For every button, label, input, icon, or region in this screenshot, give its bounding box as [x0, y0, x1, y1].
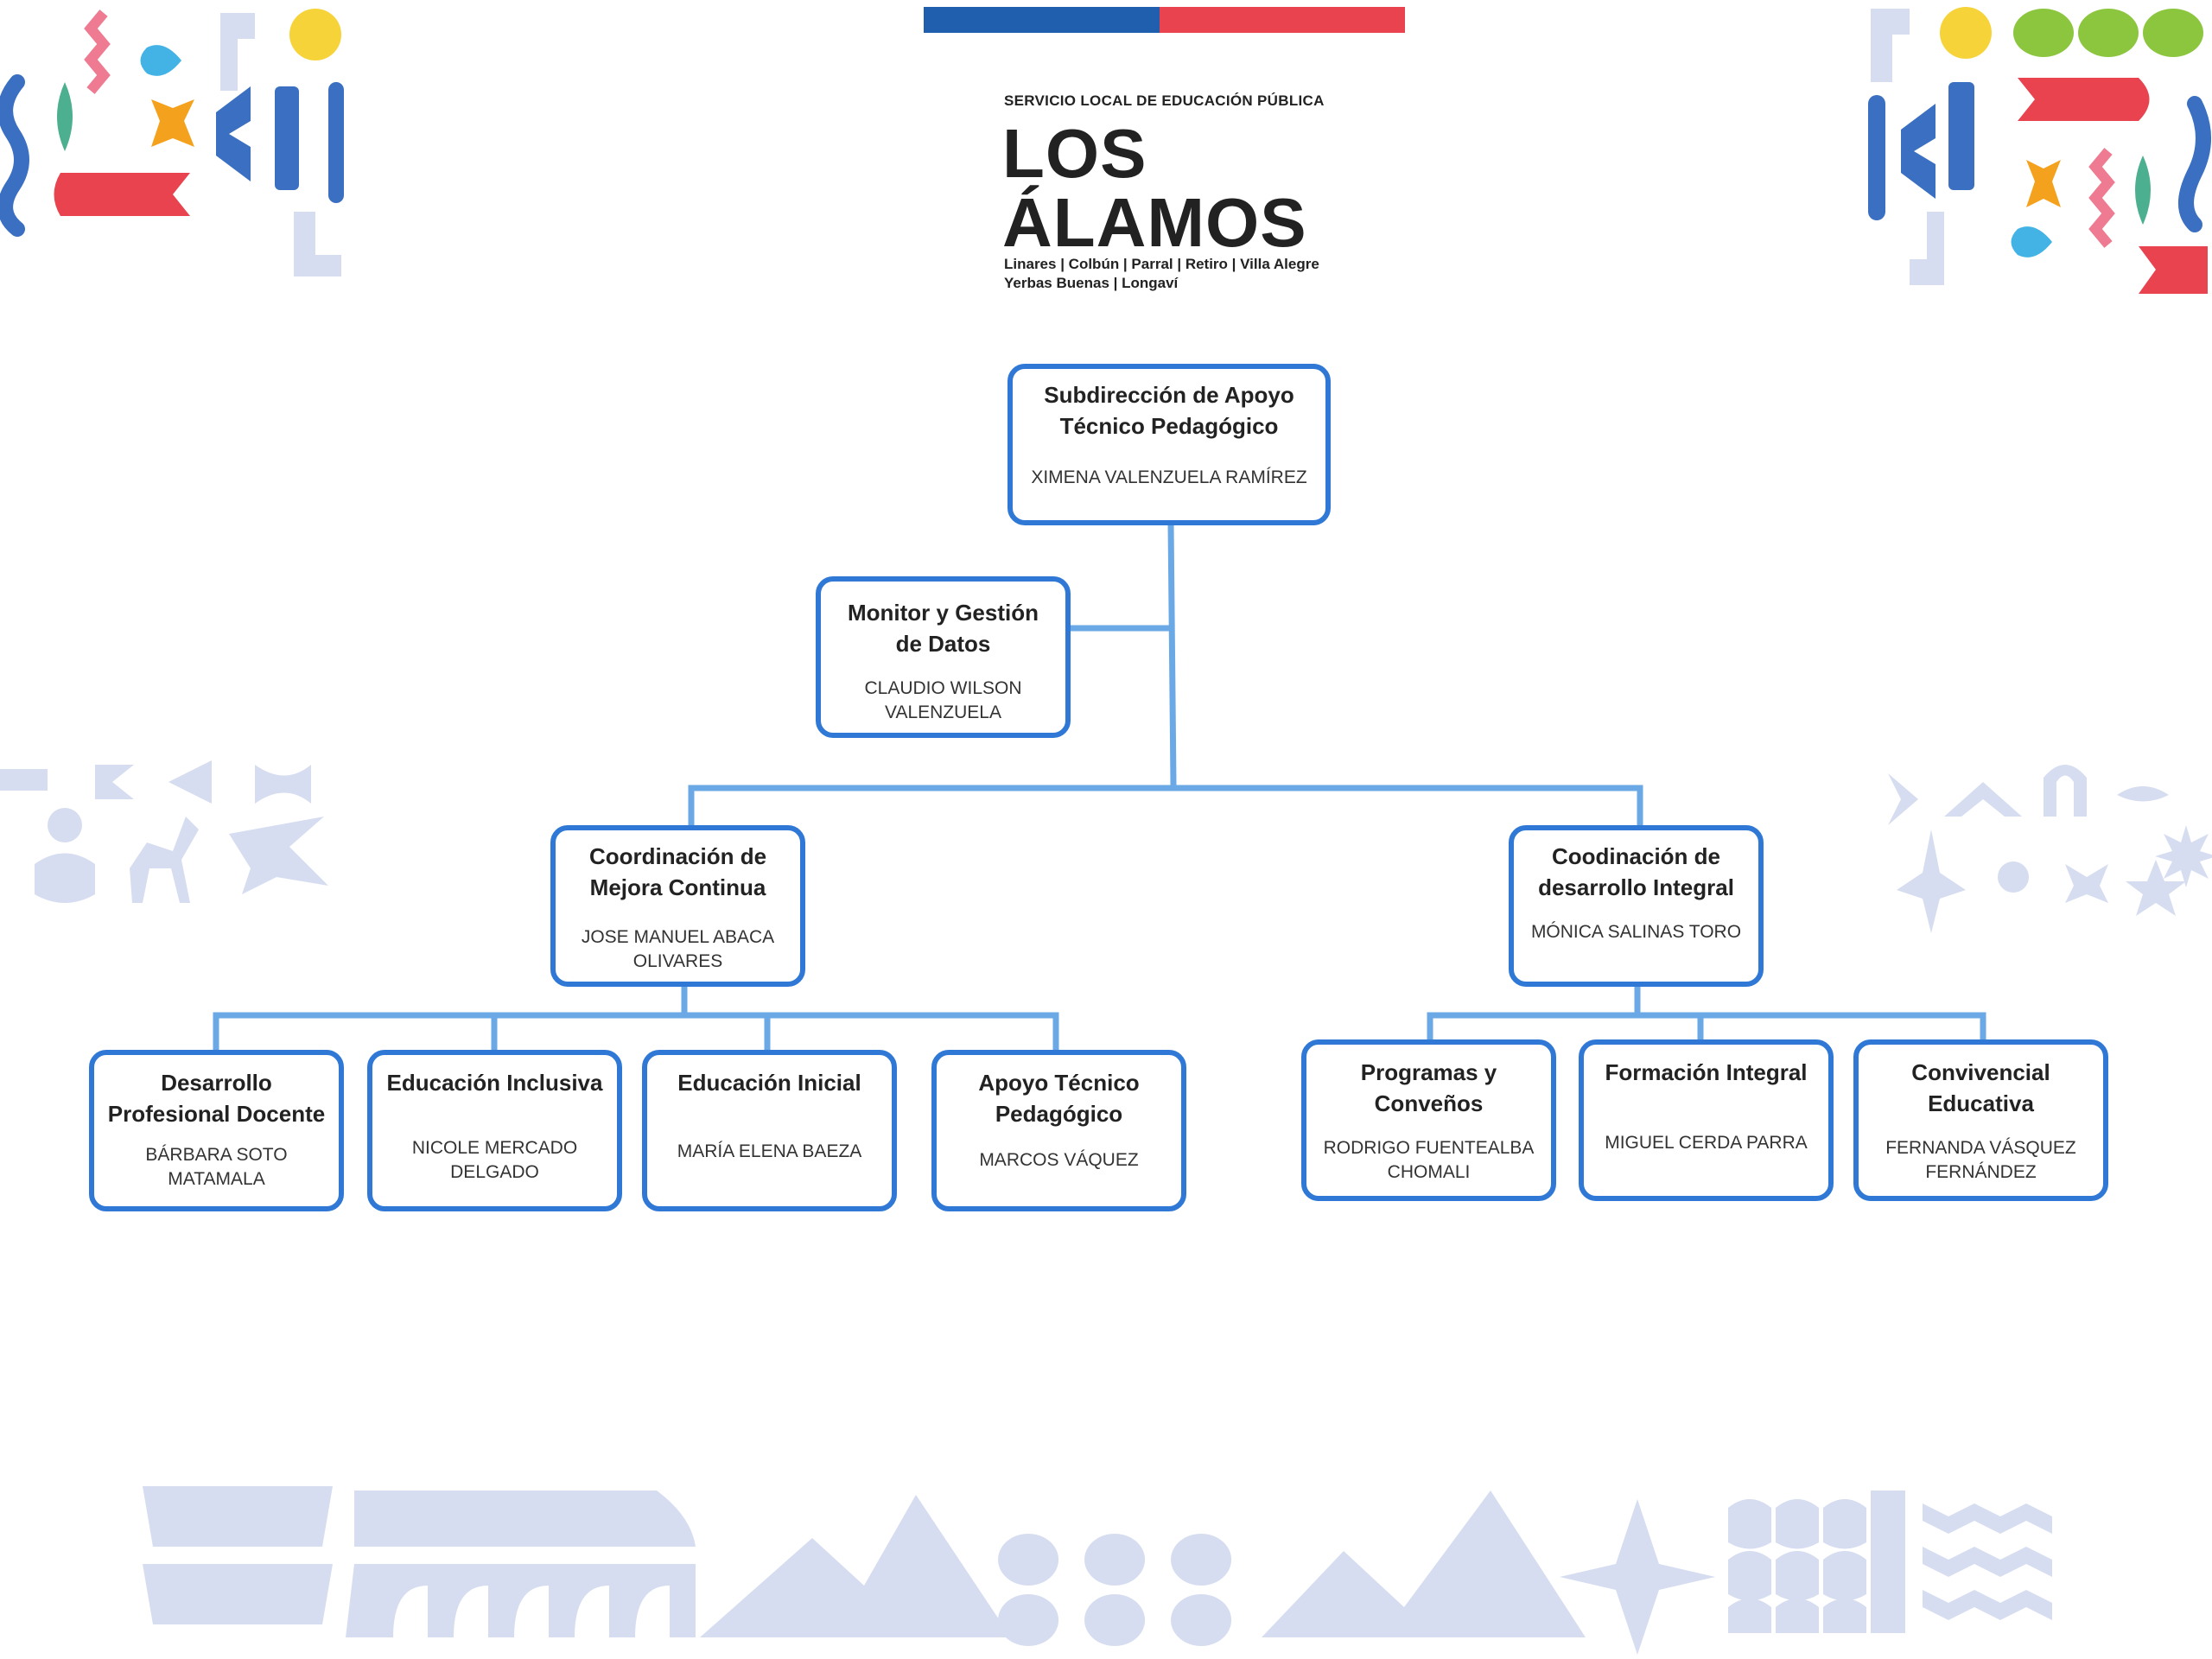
- node-person: BÁRBARA SOTO MATAMALA: [145, 1145, 288, 1189]
- node-formacion-integral: Formación Integral MIGUEL CERDA PARRA: [1579, 1039, 1834, 1201]
- node-title: Educación Inclusiva: [386, 1070, 603, 1096]
- node-person: RODRIGO FUENTEALBA CHOMALI: [1323, 1138, 1535, 1182]
- flag-red-segment: [1160, 7, 1405, 33]
- node-person: FERNANDA VÁSQUEZ FERNÁNDEZ: [1885, 1138, 2076, 1182]
- node-person: MIGUEL CERDA PARRA: [1605, 1133, 1808, 1153]
- node-convivencia-educativa: Convivencial Educativa FERNANDA VÁSQUEZ …: [1853, 1039, 2108, 1201]
- node-title: Monitor y Gestión de Datos: [848, 600, 1039, 657]
- node-person: JOSE MANUEL ABACA OLIVARES: [581, 927, 775, 971]
- communes-line-1: Linares | Colbún | Parral | Retiro | Vil…: [1004, 256, 1319, 272]
- top-right-decoration: [1868, 7, 2211, 294]
- node-person: MARCOS VÁQUEZ: [979, 1150, 1139, 1170]
- node-person: CLAUDIO WILSON VALENZUELA: [864, 678, 1022, 722]
- node-title: Educación Inicial: [677, 1070, 861, 1096]
- flag-blue-segment: [924, 7, 1160, 33]
- node-title: Formación Integral: [1605, 1059, 1808, 1085]
- left-animal-decoration: [0, 760, 328, 903]
- node-title: Coodinación de desarrollo Integral: [1538, 843, 1734, 900]
- node-programas-convenios: Programas y Conveños RODRIGO FUENTEALBA …: [1301, 1039, 1556, 1201]
- node-person: XIMENA VALENZUELA RAMÍREZ: [1031, 467, 1307, 487]
- node-educacion-inclusiva: Educación Inclusiva NICOLE MERCADO DELGA…: [367, 1050, 622, 1211]
- node-apoyo-tecnico-pedagogico: Apoyo Técnico Pedagógico MARCOS VÁQUEZ: [931, 1050, 1186, 1211]
- service-label: SERVICIO LOCAL DE EDUCACIÓN PÚBLICA: [1004, 92, 1325, 109]
- node-title: Programas y Conveños: [1360, 1059, 1497, 1116]
- node-title: Desarrollo Profesional Docente: [107, 1070, 326, 1127]
- node-person: MARÍA ELENA BAEZA: [677, 1141, 862, 1161]
- node-title: Coordinación de Mejora Continua: [588, 843, 767, 900]
- node-title: Subdirección de Apoyo Técnico Pedagógico: [1044, 382, 1294, 439]
- connector-root-trunk: [1167, 519, 1177, 787]
- node-coordinacion-mejora-continua: Coordinación de Mejora Continua JOSE MAN…: [550, 825, 805, 987]
- node-title: Convivencial Educativa: [1911, 1059, 2050, 1116]
- node-title: Apoyo Técnico Pedagógico: [978, 1070, 1140, 1127]
- communes-line-2: Yerbas Buenas | Longaví: [1004, 275, 1179, 291]
- node-subdireccion-atp: Subdirección de Apoyo Técnico Pedagógico…: [1007, 364, 1331, 525]
- node-person: MÓNICA SALINAS TORO: [1530, 922, 1742, 942]
- brand-line-2: ÁLAMOS: [1002, 184, 1307, 261]
- node-educacion-inicial: Educación Inicial MARÍA ELENA BAEZA: [642, 1050, 897, 1211]
- node-person: NICOLE MERCADO DELGADO: [411, 1138, 578, 1182]
- top-left-decoration: [0, 9, 344, 276]
- node-monitor-gestion-datos: Monitor y Gestión de Datos CLAUDIO WILSO…: [816, 576, 1071, 738]
- node-desarrollo-profesional-docente: Desarrollo Profesional Docente BÁRBARA S…: [89, 1050, 344, 1211]
- node-coordinacion-desarrollo-integral: Coodinación de desarrollo Integral MÓNIC…: [1509, 825, 1764, 987]
- brand-line-1: LOS: [1002, 115, 1147, 192]
- bottom-decoration: [143, 1486, 2052, 1655]
- right-icon-decoration: [1888, 765, 2212, 933]
